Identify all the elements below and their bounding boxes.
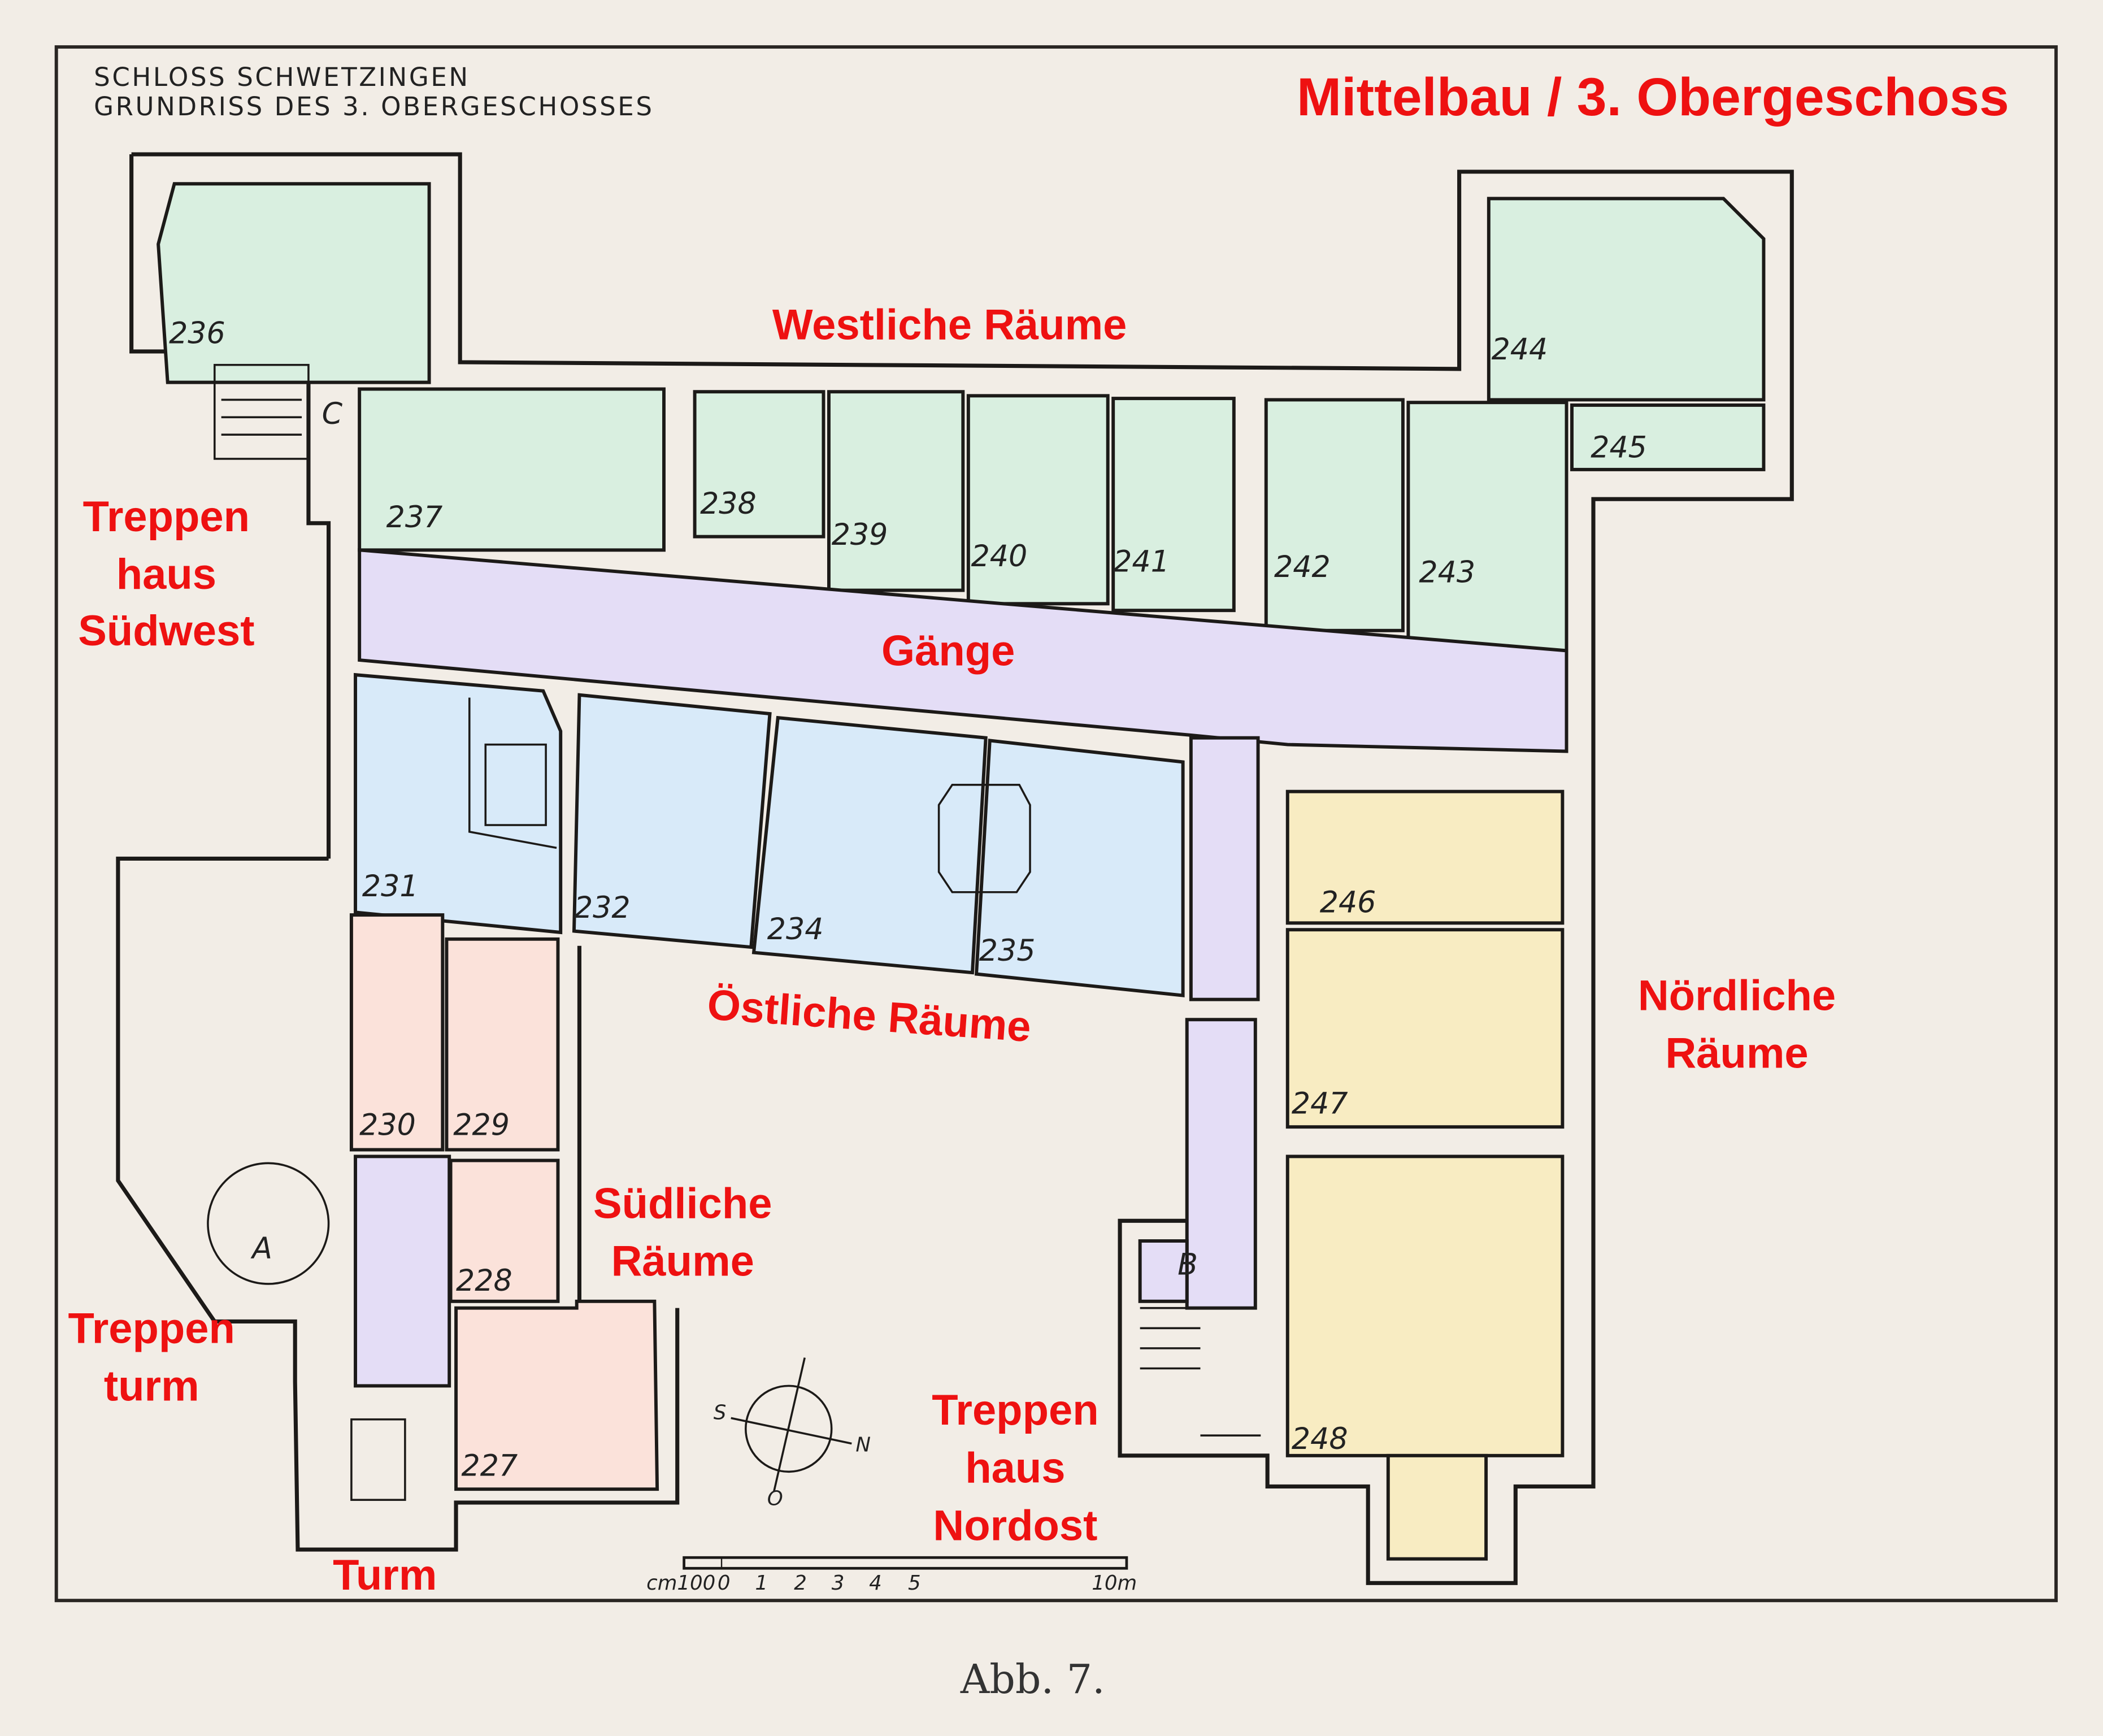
label-westliche-raeume: Westliche Räume <box>772 301 1127 349</box>
room-239 <box>827 390 965 592</box>
label-treppenhaus-sw-2: haus <box>116 550 216 598</box>
room-247 <box>1285 928 1565 1129</box>
stair-c <box>214 363 310 460</box>
room-240 <box>966 394 1110 606</box>
room-235 <box>974 739 1185 997</box>
plan-header-line1: SCHLOSS SCHWETZINGEN <box>94 62 470 92</box>
north-rooms <box>1285 789 1565 1561</box>
room-number: 229 <box>453 1108 510 1142</box>
south-rooms <box>349 913 659 1491</box>
room-228 <box>449 1158 560 1303</box>
room-number: 239 <box>832 518 888 552</box>
label-suedliche-2: Räume <box>611 1238 754 1286</box>
stair-label-c: C <box>322 397 343 431</box>
room-number: 242 <box>1274 550 1331 584</box>
room-numbers: 236 237 238 239 240 241 242 243 244 245 … <box>169 317 1647 1483</box>
stair-label-b: B <box>1177 1248 1198 1282</box>
room-number: 238 <box>700 487 757 521</box>
room-236 <box>157 182 431 384</box>
west-rooms <box>157 182 1766 653</box>
room-number: 236 <box>169 317 225 351</box>
room-248 <box>1285 1155 1565 1457</box>
scale-tick: 2 <box>794 1572 807 1595</box>
stair-hall-b <box>1138 1239 1189 1303</box>
room-243 <box>1406 401 1568 653</box>
stairs: A B C <box>207 363 1261 1501</box>
room-number: 247 <box>1292 1087 1348 1121</box>
figure-caption: Abb. 7. <box>960 1656 1105 1703</box>
turm-box <box>350 1418 406 1501</box>
room-238 <box>693 390 825 539</box>
label-treppenhaus-sw-1: Treppen <box>83 493 250 541</box>
corridor-south <box>354 1155 451 1388</box>
room-number: 227 <box>462 1449 518 1483</box>
room-number: 248 <box>1292 1422 1348 1456</box>
compass-rose: N S O <box>714 1357 871 1511</box>
room-number: 237 <box>386 501 443 535</box>
room-234 <box>751 715 988 975</box>
room-number: 232 <box>574 891 631 925</box>
east-rooms <box>354 672 1185 997</box>
compass-n: N <box>855 1434 871 1457</box>
room-number: 240 <box>971 540 1028 574</box>
plan-frame <box>54 45 2058 1603</box>
scale-tick: 5 <box>908 1572 921 1595</box>
label-treppenhaus-no-3: Nordost <box>933 1501 1097 1550</box>
room-number: 235 <box>979 934 1036 968</box>
room-232 <box>572 693 772 949</box>
label-treppenhaus-sw-3: Südwest <box>78 607 254 655</box>
room-244 <box>1487 197 1766 402</box>
scale-tick: 0 <box>718 1572 731 1595</box>
room-248-annex <box>1386 1453 1488 1561</box>
compass-s: S <box>714 1401 727 1425</box>
room-number: 230 <box>359 1108 416 1142</box>
label-treppenturm-2: turm <box>104 1362 199 1410</box>
corridor-vertical-lower <box>1185 1018 1257 1310</box>
scale-tick: 3 <box>832 1572 845 1595</box>
room-number: 243 <box>1419 555 1475 589</box>
room-241 <box>1111 397 1236 613</box>
room-227 <box>454 1299 659 1491</box>
label-treppenhaus-no-2: haus <box>965 1444 1065 1492</box>
label-treppenhaus-no-1: Treppen <box>932 1386 1098 1434</box>
plan-header-line2: GRUNDRISS DES 3. OBERGESCHOSSES <box>94 92 654 121</box>
room-number: 228 <box>456 1264 512 1298</box>
room-number: 231 <box>362 870 419 904</box>
page-title: Mittelbau / 3. Obergeschoss <box>1297 67 2009 127</box>
scale-tick: 4 <box>869 1572 882 1595</box>
room-number: 246 <box>1320 886 1376 919</box>
room-number: 241 <box>1113 545 1170 579</box>
corridor-main <box>358 548 1568 753</box>
room-number: 234 <box>767 913 824 947</box>
corridor-vertical-upper <box>1189 736 1260 1001</box>
scale-tick: cm100 <box>646 1572 715 1595</box>
room-237 <box>358 387 666 552</box>
label-gaenge: Gänge <box>881 627 1015 675</box>
scale-tick: 10m <box>1092 1572 1137 1595</box>
room-number: 244 <box>1492 333 1548 367</box>
room-number: 245 <box>1591 431 1647 465</box>
label-noerdliche-2: Räume <box>1665 1030 1808 1078</box>
stair-label-a: A <box>250 1232 272 1266</box>
room-245 <box>1570 403 1766 471</box>
label-noerdliche-1: Nördliche <box>1638 972 1836 1020</box>
label-turm: Turm <box>333 1551 437 1599</box>
room-230 <box>349 913 445 1152</box>
scale-tick: 1 <box>755 1572 768 1595</box>
scale-bar: cm100 0 1 2 3 4 5 10m <box>646 1556 1137 1595</box>
compass-o: O <box>767 1487 783 1511</box>
room-242 <box>1264 398 1405 632</box>
room-231 <box>354 672 563 935</box>
room-229 <box>445 937 560 1152</box>
room-246 <box>1285 789 1565 925</box>
corridors <box>354 548 1568 1388</box>
spiral-stair-a <box>207 1162 330 1285</box>
annotations: Westliche Räume Gänge Östliche Räume Nör… <box>68 301 1836 1600</box>
label-treppenturm-1: Treppen <box>68 1304 235 1352</box>
label-suedliche-1: Südliche <box>593 1180 772 1228</box>
